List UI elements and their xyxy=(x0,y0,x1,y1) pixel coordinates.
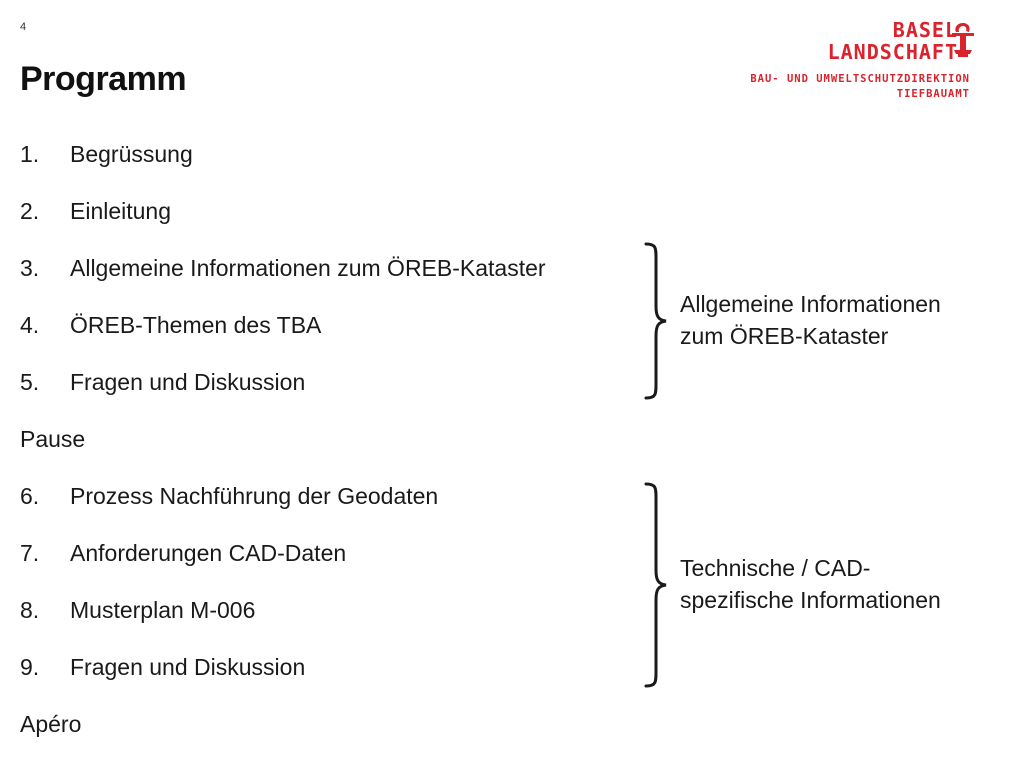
agenda-item: 6. Prozess Nachführung der Geodaten xyxy=(20,482,640,539)
logo-line-basel: BASEL xyxy=(892,18,958,42)
group-label-general: Allgemeine Informationen zum ÖREB-Katast… xyxy=(680,288,941,352)
agenda-item: 7. Anforderungen CAD-Daten xyxy=(20,539,640,596)
group-label-line: spezifische Informationen xyxy=(680,587,941,613)
agenda-item-number: 3. xyxy=(20,255,40,281)
baselbiet-crosier-icon xyxy=(952,23,974,57)
logo-office: TIEFBAUAMT xyxy=(896,88,970,100)
agenda-item: 2. Einleitung xyxy=(20,197,640,254)
agenda-item-text: Allgemeine Informationen zum ÖREB-Katast… xyxy=(70,255,546,281)
agenda-item-number: 8. xyxy=(20,597,40,623)
curly-brace-icon xyxy=(644,482,667,688)
agenda-item-number: 5. xyxy=(20,369,40,395)
logo-line-landschaft: LANDSCHAFT xyxy=(827,40,958,64)
agenda-item-number: 9. xyxy=(20,654,40,680)
agenda-list: 1. Begrüssung 2. Einleitung 3. Allgemein… xyxy=(20,140,640,767)
agenda-item-text: Anforderungen CAD-Daten xyxy=(70,540,347,566)
agenda-item: 9. Fragen und Diskussion xyxy=(20,653,640,710)
agenda-item: 4. ÖREB-Themen des TBA xyxy=(20,311,640,368)
group-label-technical: Technische / CAD- spezifische Informatio… xyxy=(680,552,941,616)
logo-department: BAU- UND UMWELTSCHUTZDIREKTION xyxy=(750,73,970,85)
agenda-item-text: Einleitung xyxy=(70,198,172,224)
agenda-item: 3. Allgemeine Informationen zum ÖREB-Kat… xyxy=(20,254,640,311)
group-label-line: Technische / CAD- xyxy=(680,555,871,581)
agenda-item-number: 2. xyxy=(20,198,40,224)
slide-title: Programm xyxy=(20,60,187,98)
agenda-item-text: ÖREB-Themen des TBA xyxy=(70,312,322,338)
agenda-item-number: 4. xyxy=(20,312,40,338)
agenda-item: 5. Fragen und Diskussion xyxy=(20,368,640,425)
group-label-line: zum ÖREB-Kataster xyxy=(680,323,889,349)
curly-brace-icon xyxy=(644,242,667,400)
group-label-line: Allgemeine Informationen xyxy=(680,291,941,317)
page-number: 4 xyxy=(20,21,27,33)
agenda-item-text: Begrüssung xyxy=(70,141,193,167)
agenda-item-number: 6. xyxy=(20,483,40,509)
basel-landschaft-logo: BASEL LANDSCHAFT BAU- UND UMWELTSCHUTZDI… xyxy=(704,18,1004,108)
agenda-item-number: 7. xyxy=(20,540,40,566)
agenda-break-apero: Apéro xyxy=(20,711,82,737)
agenda-item: 1. Begrüssung xyxy=(20,140,640,197)
agenda-item: 8. Musterplan M-006 xyxy=(20,596,640,653)
agenda-item-number: 1. xyxy=(20,141,40,167)
agenda-item-text: Musterplan M-006 xyxy=(70,597,256,623)
agenda-item-text: Fragen und Diskussion xyxy=(70,369,306,395)
agenda-item-text: Fragen und Diskussion xyxy=(70,654,306,680)
agenda-item-text: Prozess Nachführung der Geodaten xyxy=(70,483,439,509)
agenda-break-pause: Pause xyxy=(20,426,86,452)
